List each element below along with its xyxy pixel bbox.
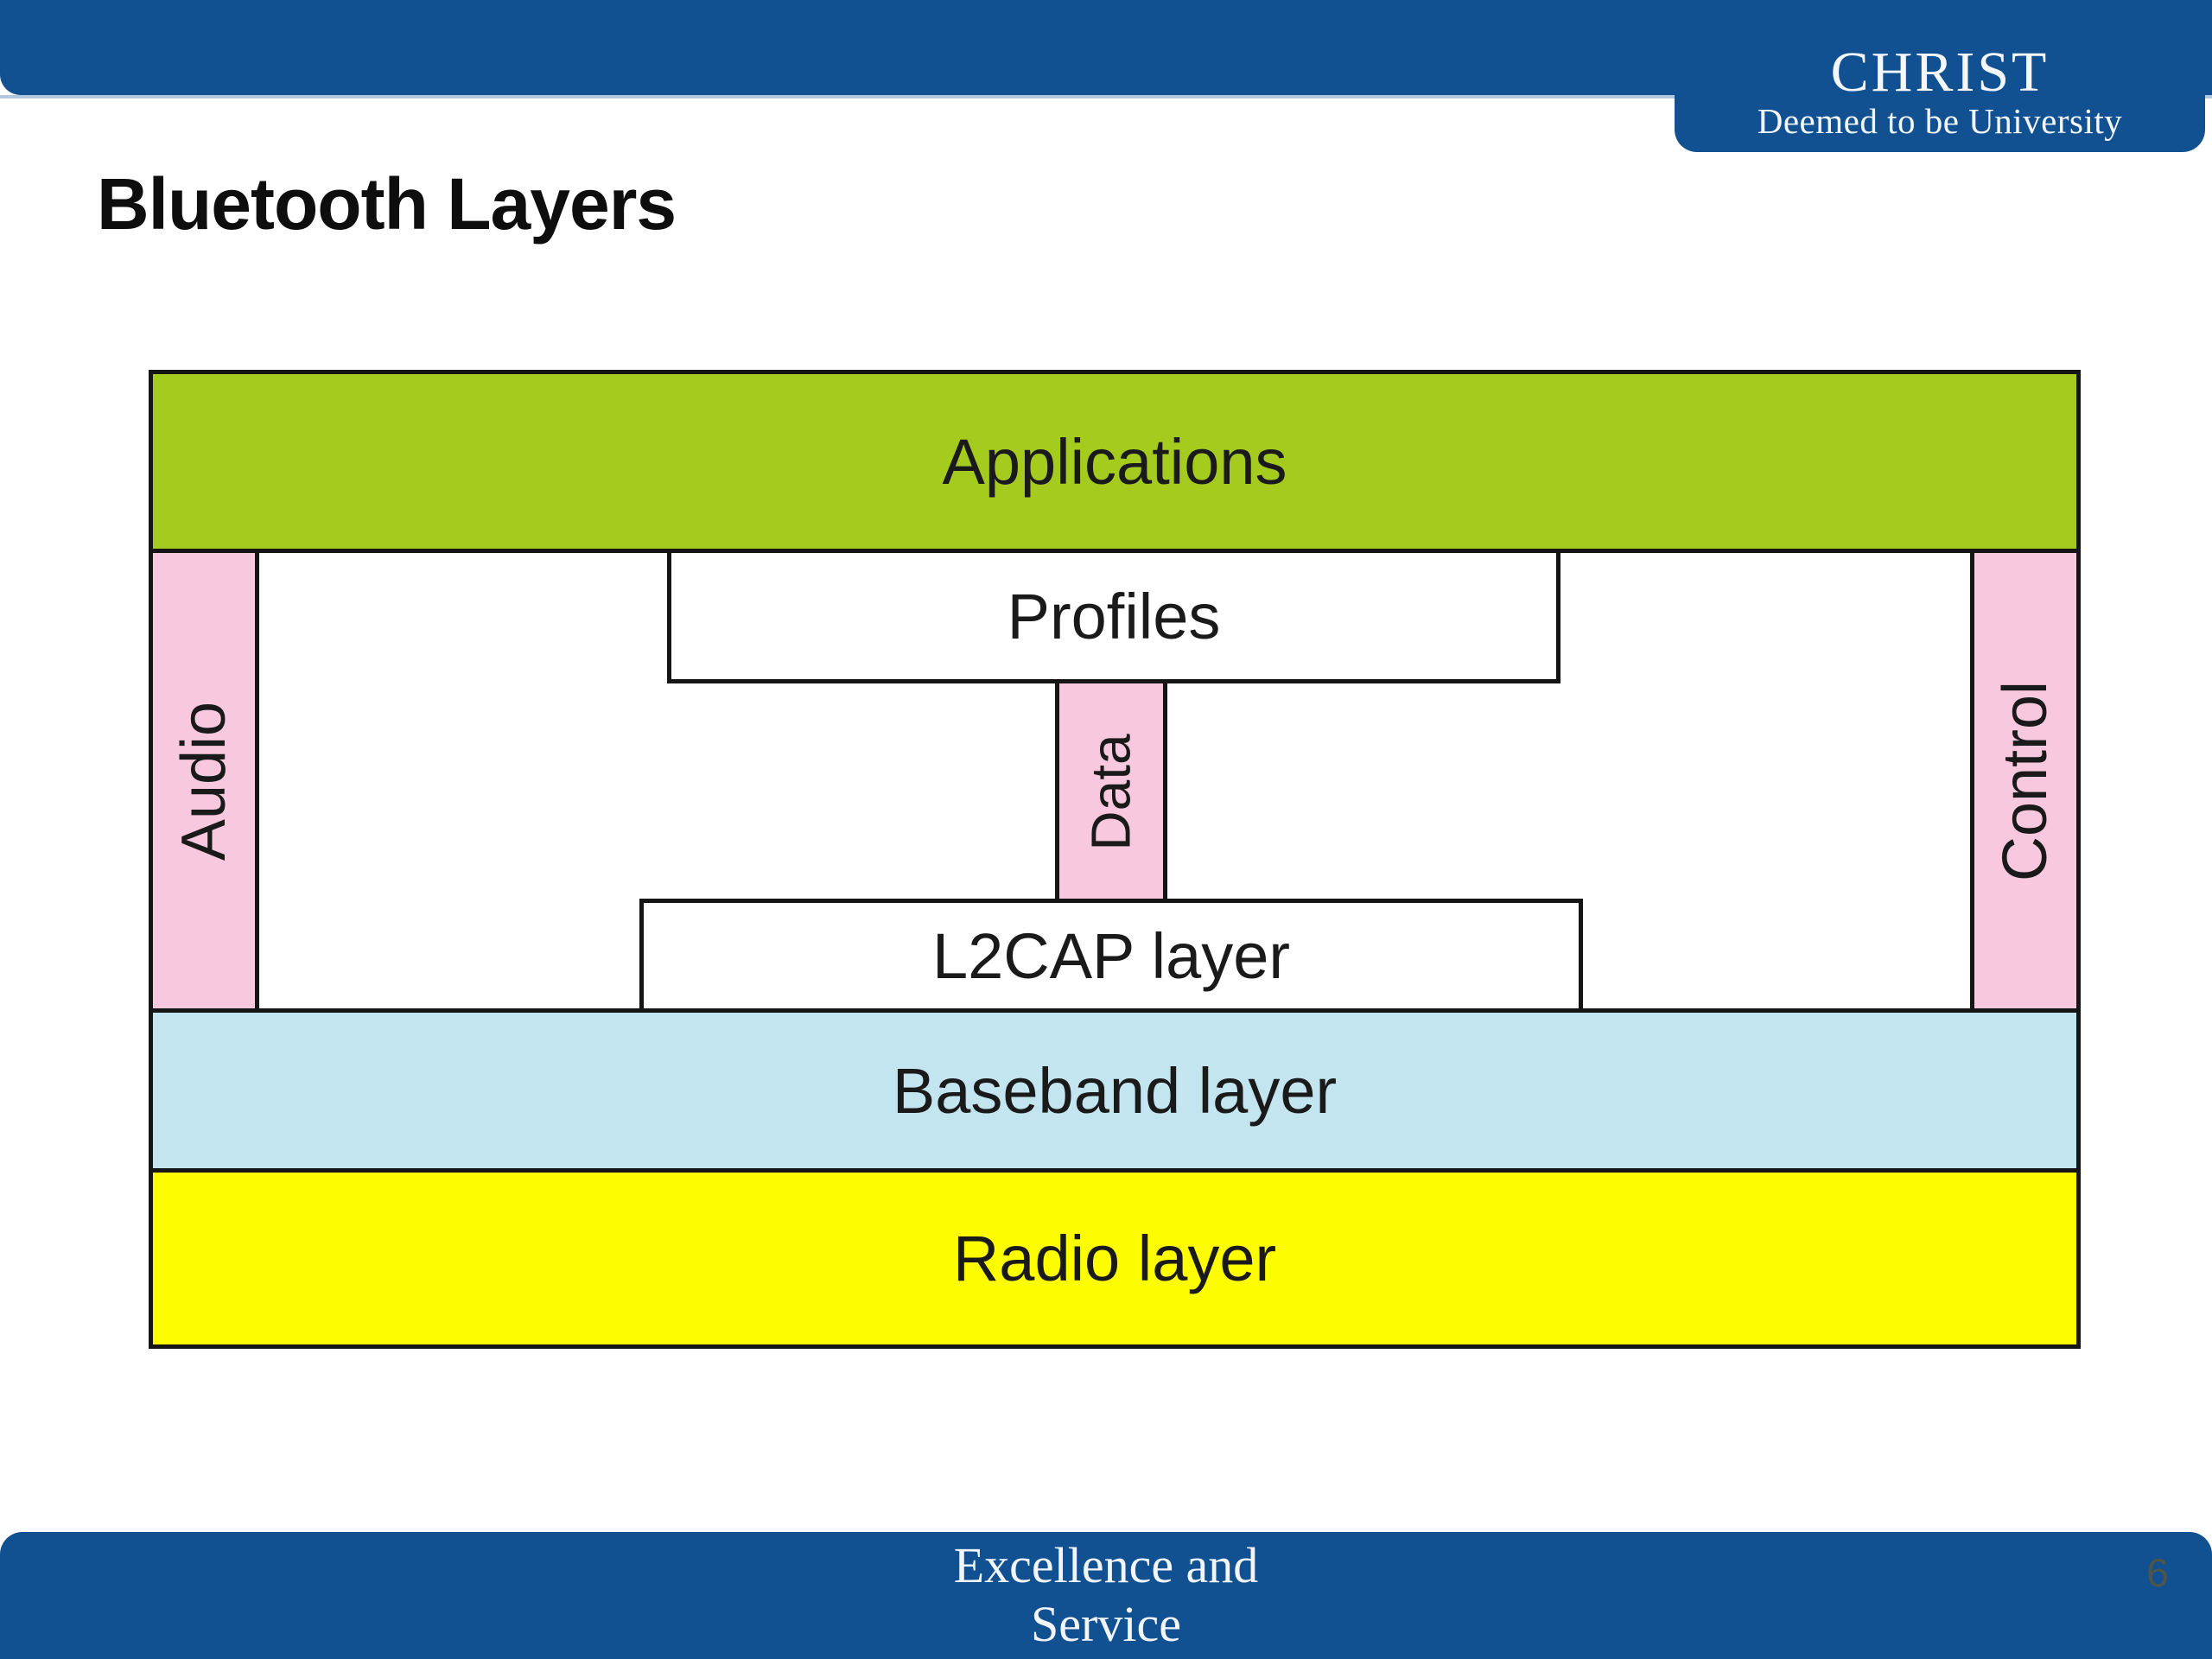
footer-motto-line1: Excellence and	[953, 1537, 1259, 1593]
data-connector-strip: Data	[1055, 681, 1167, 903]
footer-motto-line2: Service	[1031, 1596, 1181, 1652]
radio-label: Radio layer	[952, 1223, 1277, 1294]
profiles-label: Profiles	[1007, 580, 1221, 652]
control-strip: Control	[1970, 553, 2076, 1008]
control-label: Control	[1991, 680, 2061, 881]
applications-band: Applications	[153, 374, 2076, 553]
audio-strip: Audio	[153, 553, 259, 1008]
applications-label: Applications	[942, 425, 1287, 498]
radio-band: Radio layer	[153, 1168, 2076, 1344]
bluetooth-layers-diagram: Applications Audio Control Baseband laye…	[149, 370, 2081, 1349]
header-hairline	[0, 95, 2212, 99]
l2cap-box: L2CAP layer	[639, 899, 1583, 1013]
page-number: 6	[2146, 1550, 2169, 1595]
page-title: Bluetooth Layers	[97, 163, 677, 245]
l2cap-label: L2CAP layer	[931, 919, 1291, 992]
profiles-box: Profiles	[667, 549, 1560, 683]
footer-bar: Excellence and Service	[0, 1532, 2212, 1659]
audio-label: Audio	[169, 701, 238, 861]
university-logo-tab: CHRIST Deemed to be University	[1675, 0, 2205, 152]
university-logo-subtitle: Deemed to be University	[1757, 100, 2123, 141]
baseband-band: Baseband layer	[153, 1008, 2076, 1168]
university-logo-title: CHRIST	[1830, 40, 2050, 104]
data-label: Data	[1080, 733, 1142, 851]
baseband-label: Baseband layer	[892, 1054, 1338, 1127]
